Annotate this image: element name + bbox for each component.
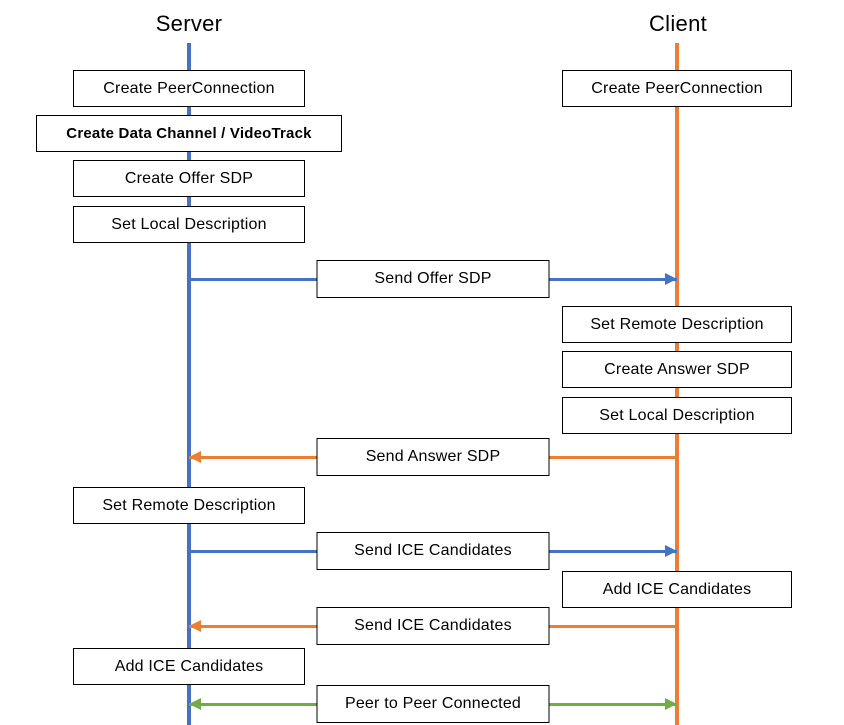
client-step-set-local-description: Set Local Description bbox=[562, 397, 792, 434]
arrowhead-right-icon bbox=[665, 545, 677, 557]
server-step-add-ice-candidates: Add ICE Candidates bbox=[73, 648, 305, 685]
arrowhead-right-icon bbox=[665, 273, 677, 285]
client-step-create-answer-sdp: Create Answer SDP bbox=[562, 351, 792, 388]
message-send-ice-candidates-to-server: Send ICE Candidates bbox=[189, 607, 677, 645]
message-label: Send Answer SDP bbox=[316, 438, 550, 476]
client-step-set-remote-description: Set Remote Description bbox=[562, 306, 792, 343]
server-step-create-peerconnection: Create PeerConnection bbox=[73, 70, 305, 107]
client-lifeline-title: Client bbox=[648, 11, 708, 36]
message-label: Peer to Peer Connected bbox=[316, 685, 550, 723]
arrowhead-right-icon bbox=[665, 698, 677, 710]
message-send-offer-sdp: Send Offer SDP bbox=[189, 260, 677, 298]
arrowhead-left-icon bbox=[189, 451, 201, 463]
arrowhead-left-icon bbox=[189, 620, 201, 632]
server-step-set-remote-description: Set Remote Description bbox=[73, 487, 305, 524]
client-step-add-ice-candidates: Add ICE Candidates bbox=[562, 571, 792, 608]
message-label: Send ICE Candidates bbox=[316, 607, 550, 645]
client-step-create-peerconnection: Create PeerConnection bbox=[562, 70, 792, 107]
message-peer-to-peer-connected: Peer to Peer Connected bbox=[189, 685, 677, 723]
server-step-create-data-channel-videotrack: Create Data Channel / VideoTrack bbox=[36, 115, 342, 152]
server-lifeline bbox=[187, 43, 191, 725]
message-label: Send Offer SDP bbox=[316, 260, 550, 298]
server-step-create-offer-sdp: Create Offer SDP bbox=[73, 160, 305, 197]
server-lifeline-title: Server bbox=[155, 11, 223, 36]
server-step-set-local-description: Set Local Description bbox=[73, 206, 305, 243]
message-send-answer-sdp: Send Answer SDP bbox=[189, 438, 677, 476]
arrowhead-left-icon bbox=[189, 698, 201, 710]
message-send-ice-candidates-to-client: Send ICE Candidates bbox=[189, 532, 677, 570]
message-label: Send ICE Candidates bbox=[316, 532, 550, 570]
